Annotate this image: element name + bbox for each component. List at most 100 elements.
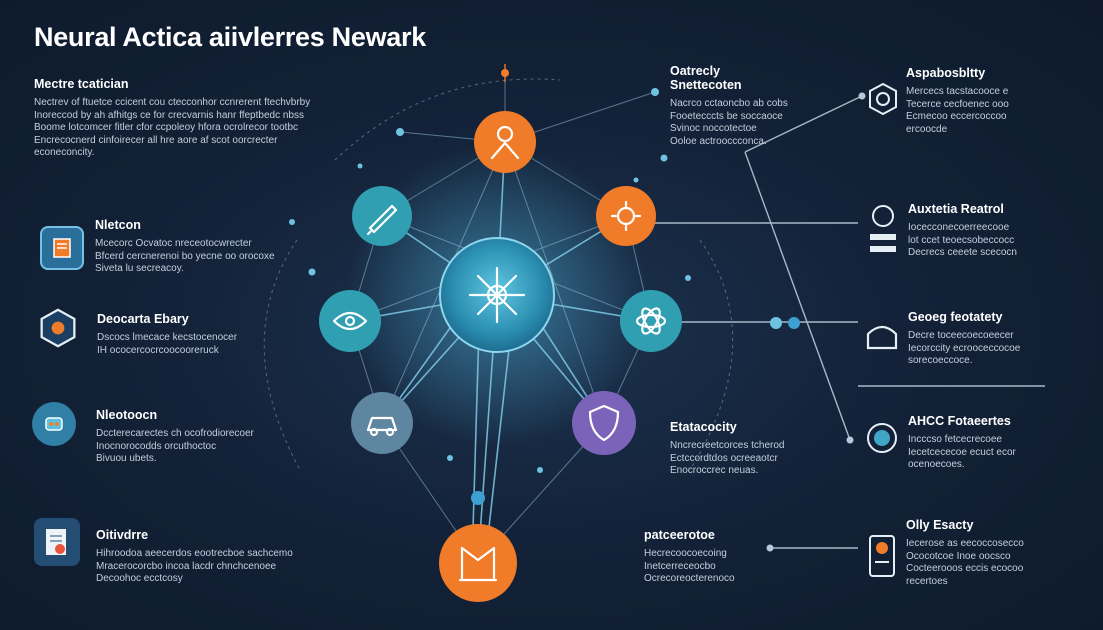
left-block-heading: Oitivdrre [96, 528, 149, 542]
node-left[interactable] [319, 290, 381, 352]
settings-ring-icon [866, 82, 900, 116]
center-block-line: Inetcerreceocbo [644, 560, 716, 572]
node-lower-left[interactable] [351, 392, 413, 454]
left-block-3: Nleotoocn Dccterecarectes ch ocofrodiore… [96, 408, 296, 466]
center-block-line: Enocroccrec neuas. [670, 465, 759, 476]
right-block-line: ocenoecoes. [908, 459, 965, 470]
clipboard-icon [34, 518, 80, 566]
left-block-heading: Nleotoocn [96, 408, 158, 422]
badge-icon [864, 532, 900, 582]
outer-arcs [263, 78, 734, 471]
center-block-line: Fooetecccts be soccaoce [670, 110, 783, 122]
right-block-line: recertoes [906, 575, 948, 587]
right-block-line: Ecmecoo eccercoccoo [906, 111, 1007, 122]
left-block-line: Mcecorc Ocvatoc nreceotocwrecter [95, 238, 252, 249]
left-block-line: Inoreccod by ah afhitgs ce for crecvarni… [34, 109, 304, 121]
right-block-line: Iecerose as eecoccosecco [906, 538, 1024, 549]
left-block-line: Nectrev of ftuetce ccicent cou ctecconho… [34, 97, 311, 108]
person-gear-icon [862, 202, 904, 264]
gear-icon [610, 200, 642, 232]
left-block-intro: Mectre tcatician Nectrev of ftuetce ccic… [34, 77, 334, 160]
atom-icon [635, 307, 667, 335]
right-block-1: Auxtetia Reatrol Iocecconecoerreecooe lo… [908, 202, 1078, 260]
right-block-4: Olly Esacty Iecerose as eecoccosecco Oco… [906, 518, 1076, 588]
left-block-line: Decoohoc ecctcosy [96, 573, 183, 584]
left-block-1: Nletcon Mcecorc Ocvatoc nreceotocwrecter… [95, 218, 295, 276]
left-block-line: Mracerocorcbo incoa lacdr chnchcenoee [96, 560, 277, 572]
left-block-4: Oitivdrre Hihroodoa aeecerdos eootrecboe… [96, 528, 306, 586]
center-block-heading: Oatrecly Snettecoten [670, 64, 742, 92]
right-block-line: lot ccet teoecsobeccocc [908, 234, 1015, 246]
right-block-line: Iocecconecoerreecooe [908, 222, 1010, 233]
left-block-line: Boome lotcomcer fitler cfor ccpoleoy hfo… [34, 122, 298, 133]
robot-icon [32, 402, 76, 446]
right-block-heading: Auxtetia Reatrol [908, 202, 1004, 216]
left-block-line: Dccterecarectes ch ocofrodiorecoer [96, 428, 254, 439]
right-block-line: ercoocde [906, 123, 948, 135]
center-block-heading: patceerotoe [644, 528, 715, 542]
left-block-line: Dscocs lmecace kecstocenocer [97, 332, 238, 343]
chart-icon [458, 546, 498, 582]
left-block-2: Deocarta Ebary Dscocs lmecace kecstoceno… [97, 312, 297, 357]
right-block-line: sorecoeccoce. [908, 355, 973, 366]
center-block-line: Ectccordtdos ocreeaotcr [670, 452, 778, 464]
center-block-line: Nncrecreetcorces tcherod [670, 440, 785, 451]
hexagon-icon [38, 308, 78, 348]
right-block-3: AHCC Fotaeertes Incccso fetcecrecoee Iec… [908, 414, 1078, 472]
right-block-2: Geoeg feotatety Decre toceecoecoeecer Ie… [908, 310, 1078, 368]
compass-icon [468, 266, 526, 324]
center-block-bottom: patceerotoe Hecrecoocoecoing Inetcerrece… [644, 528, 774, 586]
network-dots [289, 88, 866, 552]
node-right[interactable] [620, 290, 682, 352]
hub-node[interactable] [439, 237, 555, 353]
left-block-line: Bfcerd cercnerenoi bo yecne oo orocoxe [95, 250, 275, 262]
right-block-heading: Aspabosbltty [906, 66, 986, 80]
right-block-line: Decrecs ceeete scecocn [908, 247, 1017, 258]
helmet-icon [862, 318, 902, 356]
left-block-line: Encrecocnerd cinfoirecer all hre aore af… [34, 134, 278, 146]
center-block-line: Nacrco cctaoncbo ab cobs [670, 98, 788, 109]
left-block-line: IH ococercocrcoocooreruck [97, 344, 219, 356]
left-block-heading: Deocarta Ebary [97, 312, 189, 326]
node-lower-right[interactable] [572, 391, 636, 455]
right-block-line: Incccso fetcecrecoee [908, 434, 1002, 445]
connector-lines [654, 95, 1045, 549]
left-block-line: econeconcity. [34, 147, 95, 158]
left-block-heading: Nletcon [95, 218, 141, 232]
right-block-line: Mercecs tacstacooce e [906, 86, 1009, 97]
right-block-line: Decre toceecoecoeecer [908, 330, 1014, 341]
left-block-line: Bivuou ubets. [96, 453, 157, 464]
shield-icon [588, 404, 620, 442]
right-block-heading: AHCC Fotaeertes [908, 414, 1011, 428]
page-title: Neural Actica aiivlerres Newark [34, 22, 426, 52]
right-block-line: Cocteerooos eccis ecocoo [906, 563, 1024, 574]
center-block-heading: Etatacocity [670, 420, 737, 434]
node-upper-left[interactable] [352, 186, 412, 246]
center-block-line: Svinoc noccotectoe [670, 123, 757, 134]
left-block-line: Inocnorocodds orcuthoctoc [96, 440, 217, 452]
person-icon [490, 125, 520, 160]
document-icon [40, 226, 84, 270]
left-block-heading: Mectre tcatician [34, 77, 129, 91]
center-block-line: Ooloe actrooccconca. [670, 135, 767, 147]
node-bottom[interactable] [439, 524, 517, 602]
center-block-line: Ocrecoreocterenoco [644, 573, 735, 584]
right-block-0: Aspabosbltty Mercecs tacstacooce e Tecer… [906, 66, 1076, 136]
center-block-line: Hecrecoocoecoing [644, 548, 727, 559]
car-icon [366, 416, 398, 437]
right-block-heading: Olly Esacty [906, 518, 974, 532]
right-block-line: Iecorccity ecrooceccocoe [908, 342, 1021, 354]
right-block-line: Iecetcececoe ecuct ecor [908, 446, 1016, 458]
left-block-line: Siveta lu secreacoy. [95, 263, 184, 274]
target-icon [864, 420, 900, 456]
right-block-line: Tecerce cecfoenec ooo [906, 98, 1009, 110]
right-block-heading: Geoeg feotatety [908, 310, 1003, 324]
left-block-line: Hihroodoa aeecerdos eootrecboe sachcemo [96, 548, 293, 559]
center-block-top: Oatrecly Snettecoten Nacrco cctaoncbo ab… [670, 64, 830, 148]
node-top[interactable] [474, 111, 536, 173]
pen-icon [366, 204, 398, 236]
node-upper-right[interactable] [596, 186, 656, 246]
right-block-line: Ococotcoe Inoe oocsco [906, 550, 1011, 562]
eye-icon [332, 311, 368, 331]
